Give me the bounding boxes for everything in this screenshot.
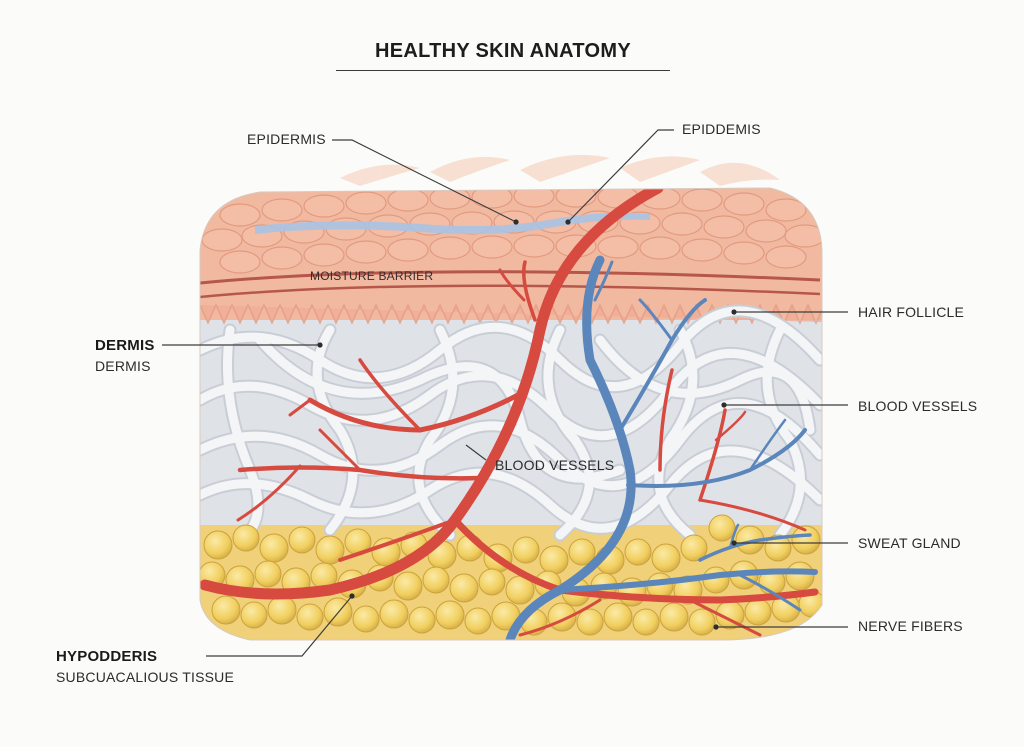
moisture-barrier-line [200, 270, 821, 285]
title-underline [336, 70, 670, 71]
label-hypodermis-sub: SUBCUACALIOUS TISSUE [56, 669, 235, 685]
diagram-title: HEALTHY SKIN ANATOMY [374, 40, 631, 62]
moisture-band [255, 212, 650, 234]
collagen-fibers [200, 304, 822, 547]
label-nerve-fibers: NERVE FIBERS [858, 618, 963, 634]
label-hair-follicle: HAIR FOLLICLE [858, 304, 965, 320]
skin-block-outline [199, 187, 823, 641]
label-blood-vessels-center: BLOOD VESSELS [495, 457, 615, 473]
artery-tree [200, 188, 819, 637]
label-blood-vessels-right: BLOOD VESSELS [858, 398, 978, 414]
leader-dots [317, 219, 737, 630]
label-sweat-gland: SWEAT GLAND [858, 535, 961, 551]
surface-flakes [340, 154, 780, 186]
leader-lines [162, 129, 848, 657]
label-moisture-barrier: MOISTURE BARRIER [310, 269, 434, 283]
label-dermis: DERMIS [95, 337, 155, 354]
barrier-line-2 [200, 284, 821, 299]
label-epidermis: EPIDERMIS [247, 131, 326, 147]
vein-tree [505, 255, 818, 640]
label-dermis-sub: DERMIS [95, 358, 151, 374]
label-epiddemis: EPIDDEMIS [682, 121, 761, 137]
label-hypodermis: HYPODDERIS [56, 648, 158, 665]
